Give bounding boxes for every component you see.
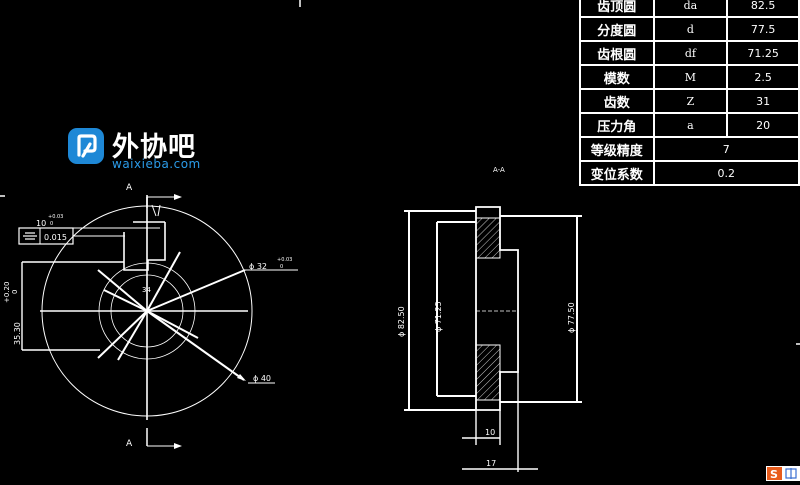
spec-label: 变位系数 — [579, 160, 655, 186]
table-row: 模数 M 2.5 — [579, 64, 800, 90]
gear-spec-table: 齿顶圆 da 82.5 分度圆 d 77.5 齿根圆 df 71.25 模数 M… — [579, 0, 800, 186]
root-dim: ϕ 71.25 — [434, 301, 443, 332]
spec-label: 齿根圆 — [579, 40, 655, 66]
spec-label: 等级精度 — [579, 136, 655, 162]
spec-symbol: da — [652, 0, 729, 18]
table-row: 压力角 a 20 — [579, 112, 800, 138]
width10-dim: 10 — [485, 428, 495, 437]
keyway-upper-tol: +0.03 — [48, 214, 63, 220]
tip-dim: ϕ 82.50 — [397, 306, 406, 337]
spec-label: 齿顶圆 — [579, 0, 655, 18]
bore-dim: ϕ 32 — [249, 262, 267, 271]
spec-value: 77.5 — [726, 16, 800, 42]
phi40-arrowhead — [237, 374, 246, 381]
section-title: A-A — [493, 166, 505, 174]
spec-value: 31 — [726, 88, 800, 114]
depth-dim: 35.30 — [13, 322, 22, 345]
table-row: 等级精度 7 — [579, 136, 800, 162]
table-row: 齿数 Z 31 — [579, 88, 800, 114]
ime-widget[interactable]: S — [766, 466, 800, 481]
spec-value: 0.2 — [652, 160, 800, 186]
spec-symbol: M — [652, 64, 729, 90]
spec-value: 82.5 — [726, 0, 800, 18]
table-row: 齿根圆 df 71.25 — [579, 40, 800, 66]
section-mark-top: A — [126, 183, 133, 193]
spec-symbol: Z — [652, 88, 729, 114]
top-gap-left — [151, 204, 157, 217]
depth-lower-tol: 0 — [11, 290, 19, 294]
spec-label: 模数 — [579, 64, 655, 90]
top-gap-right — [157, 204, 161, 217]
spec-value: 20 — [726, 112, 800, 138]
hatch-lower — [475, 344, 501, 401]
spec-value: 2.5 — [726, 64, 800, 90]
bore-lower-tol: 0 — [280, 264, 283, 270]
spec-label: 压力角 — [579, 112, 655, 138]
spec-label: 齿数 — [579, 88, 655, 114]
section-arrowhead-top — [174, 194, 182, 200]
section-view: A-A ϕ 82.50 ϕ 71.25 ϕ 77.50 10 17 — [397, 166, 582, 472]
bore-upper-tol: +0.03 — [277, 257, 292, 263]
section-arrowhead-bottom — [174, 443, 182, 449]
width17-dim: 17 — [486, 459, 496, 468]
keyway-lower-tol: 0 — [50, 221, 53, 227]
svg-text:S: S — [770, 468, 778, 481]
outer-dim: ϕ 40 — [253, 374, 271, 383]
keyway-outline — [123, 222, 166, 271]
center-label: 34 — [142, 286, 151, 294]
symmetry-icon — [23, 232, 37, 240]
section-mark-bottom: A — [126, 439, 133, 449]
logo-name: 外协吧 — [112, 132, 196, 163]
table-row: 齿顶圆 da 82.5 — [579, 0, 800, 18]
symmetry-tolerance: 0.015 — [44, 233, 67, 242]
keyway-width-dim: 10 — [36, 219, 46, 228]
table-row: 分度圆 d 77.5 — [579, 16, 800, 42]
pitch-dim: ϕ 77.50 — [567, 302, 576, 333]
waixieba-logo: 外协吧 waixieba.com — [68, 126, 218, 174]
logo-mark-icon — [68, 128, 104, 164]
spec-symbol: a — [652, 112, 729, 138]
spec-value: 7 — [652, 136, 800, 162]
spec-value: 71.25 — [726, 40, 800, 66]
depth-upper-tol: +0.20 — [3, 282, 11, 303]
spec-label: 分度圆 — [579, 16, 655, 42]
radial-leaders — [97, 251, 246, 381]
table-row: 变位系数 0.2 — [579, 160, 800, 186]
front-view: A A 10 +0.03 0 0.015 — [3, 183, 298, 449]
spec-symbol: df — [652, 40, 729, 66]
hatch-upper — [475, 217, 501, 259]
logo-url: waixieba.com — [112, 157, 201, 171]
spec-symbol: d — [652, 16, 729, 42]
